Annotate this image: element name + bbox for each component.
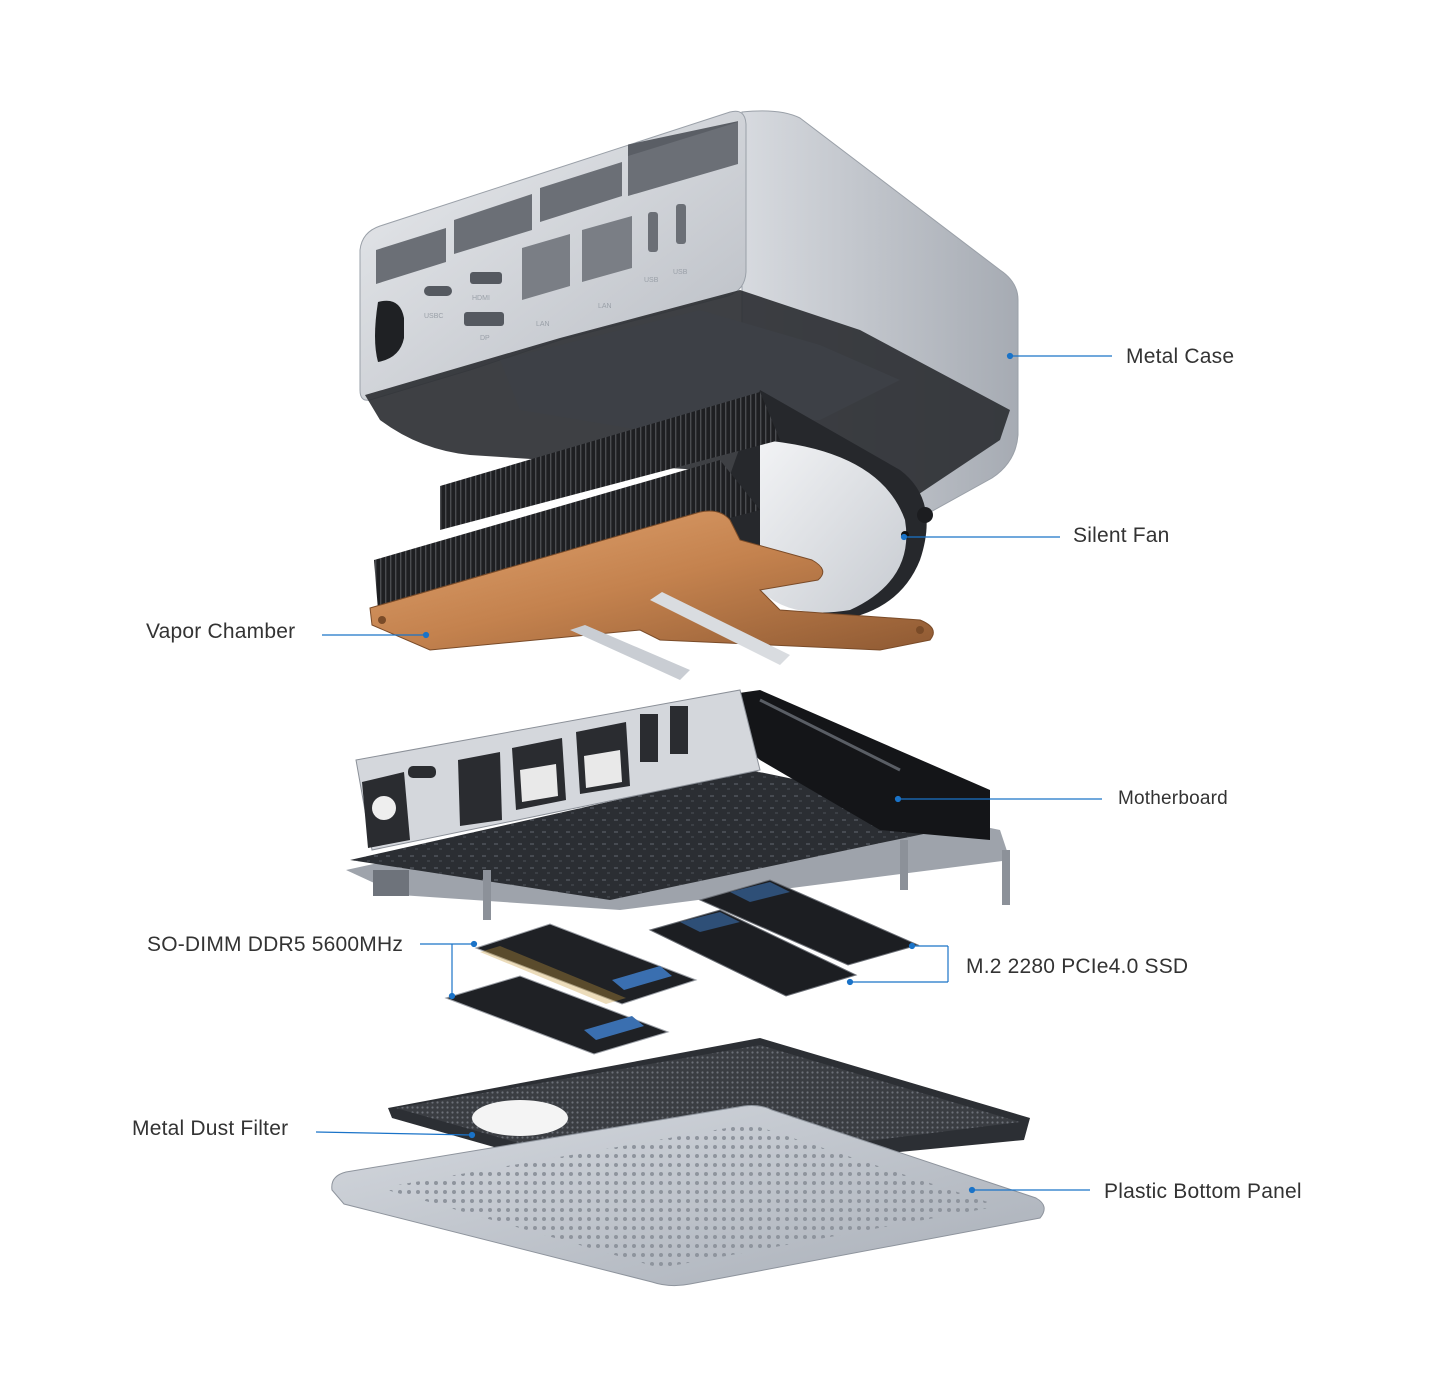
leader-silent-fan (900, 533, 1060, 541)
case-port-label-usb2: USB (673, 269, 688, 276)
case-port-label-lan1: LAN (536, 321, 550, 328)
case-port-label-lan2: LAN (598, 303, 612, 310)
leader-lines (315, 352, 1112, 1194)
leader-plastic-bottom-panel (968, 1186, 1090, 1194)
so-dimm-modules (444, 923, 698, 1055)
label-metal-case: Metal Case (1126, 345, 1235, 368)
case-port-label-hdmi: HDMI (472, 295, 490, 302)
label-silent-fan: Silent Fan (1073, 524, 1170, 547)
leader-metal-case (1006, 352, 1112, 360)
label-vapor-chamber: Vapor Chamber (146, 620, 296, 643)
label-plastic-bottom-panel: Plastic Bottom Panel (1104, 1180, 1302, 1203)
label-metal-dust-filter: Metal Dust Filter (132, 1117, 289, 1140)
heatsink-fins (374, 392, 780, 610)
vapor-chamber (369, 510, 934, 680)
case-port-label-usb1: USB (644, 277, 659, 284)
label-m2-ssd: M.2 2280 PCIe4.0 SSD (966, 955, 1189, 978)
leader-so-dimm (420, 940, 478, 1000)
leader-m2-ssd (846, 942, 949, 986)
leader-vapor-chamber (322, 631, 430, 639)
plastic-bottom-panel (331, 1105, 1045, 1287)
m2-ssd (648, 879, 920, 997)
label-motherboard: Motherboard (1118, 788, 1228, 809)
leader-metal-dust-filter (315, 1131, 476, 1139)
motherboard (346, 689, 1010, 920)
label-so-dimm: SO-DIMM DDR5 5600MHz (147, 933, 404, 956)
case-port-label-dp: DP (480, 335, 490, 342)
leader-motherboard (894, 795, 1102, 803)
case-port-label-usbc: USBC (424, 313, 443, 320)
